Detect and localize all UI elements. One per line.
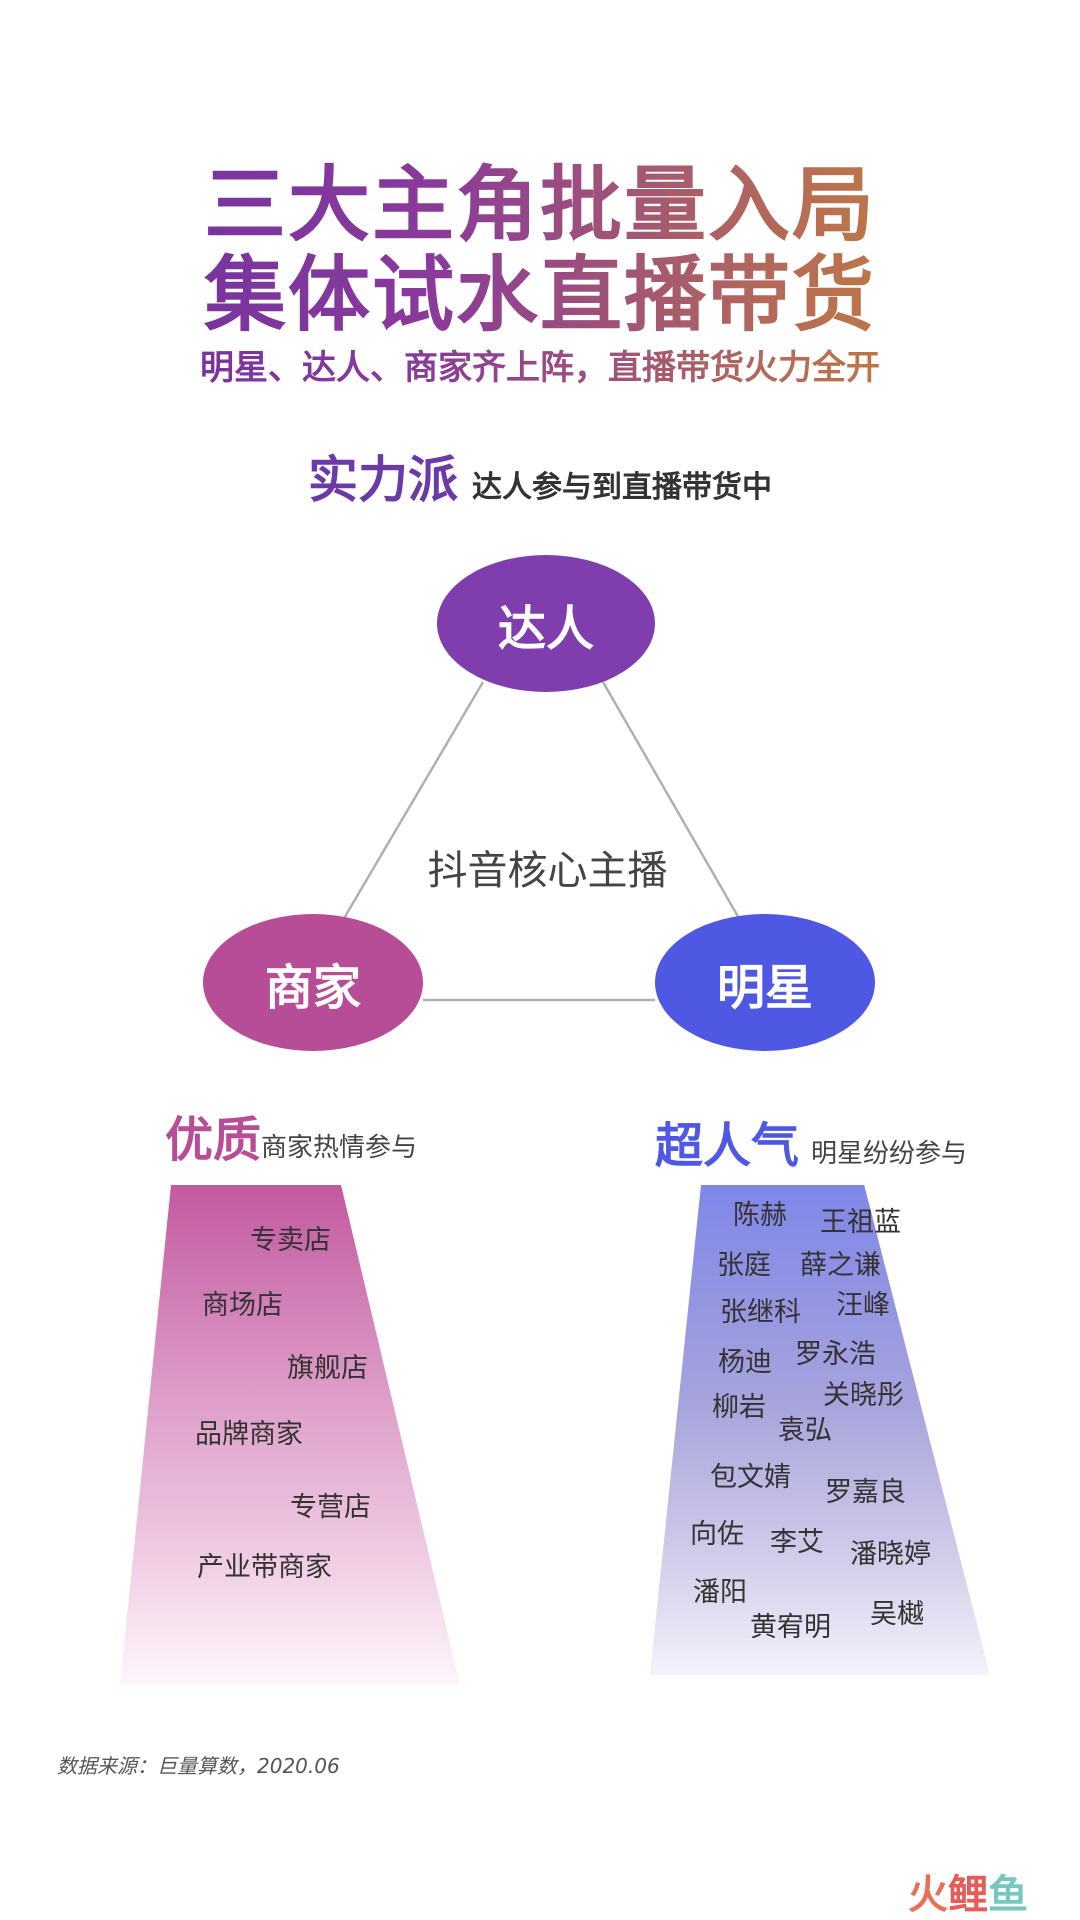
star-item: 吴樾	[870, 1599, 924, 1630]
merchant-heading: 优质商家热情参与	[165, 1100, 417, 1170]
star-item: 张庭	[717, 1250, 771, 1281]
node-mingxing-label: 明星	[716, 959, 813, 1016]
page-title-line2: 集体试水直播带货	[0, 228, 1080, 347]
star-item: 王祖蓝	[820, 1207, 901, 1238]
star-heading: 超人气明星纷纷参与	[655, 1106, 967, 1176]
star-item: 包文婧	[710, 1462, 791, 1493]
merchant-item: 产业带商家	[197, 1552, 332, 1583]
section-heading-strong: 实力派	[308, 451, 458, 509]
star-item: 张继科	[720, 1297, 801, 1328]
star-item: 黄宥明	[750, 1612, 831, 1643]
star-item: 袁弘	[778, 1415, 832, 1446]
star-item: 陈赫	[733, 1200, 787, 1231]
section-heading-rest: 达人参与到直播带货中	[472, 470, 772, 505]
merchant-item: 专卖店	[250, 1225, 331, 1256]
edge-daren-shangjia	[341, 681, 485, 921]
node-daren: 达人	[437, 555, 655, 692]
star-item: 潘晓婷	[850, 1539, 931, 1570]
node-mingxing: 明星	[655, 914, 875, 1051]
center-label: 抖音核心主播	[427, 848, 668, 894]
merchant-item: 旗舰店	[287, 1353, 368, 1384]
star-item: 杨迪	[718, 1347, 772, 1378]
star-item: 关晓彤	[823, 1380, 904, 1411]
edge-daren-mingxing	[601, 681, 742, 921]
node-daren-label: 达人	[497, 600, 594, 657]
star-item: 罗永浩	[795, 1339, 876, 1370]
watermark-char: 鱼	[988, 1872, 1028, 1918]
section-heading: 实力派达人参与到直播带货中	[0, 440, 1080, 512]
watermark-logo: 火鲤鱼	[908, 1862, 1028, 1920]
star-heading-strong: 超人气	[655, 1118, 800, 1174]
watermark-char: 火	[908, 1872, 948, 1918]
merchant-item: 商场店	[202, 1290, 283, 1321]
page-title-line1: 三大主角批量入局	[0, 138, 1080, 257]
node-shangjia-label: 商家	[264, 959, 361, 1016]
merchant-heading-rest: 商家热情参与	[261, 1133, 418, 1163]
node-shangjia: 商家	[203, 914, 423, 1051]
merchant-item: 品牌商家	[195, 1419, 303, 1450]
merchant-heading-strong: 优质	[165, 1112, 262, 1168]
star-item: 潘阳	[693, 1577, 747, 1608]
data-source-note: 数据来源：巨量算数，2020.06	[57, 1754, 340, 1778]
star-item: 李艾	[770, 1527, 824, 1558]
merchant-item: 专营店	[290, 1492, 371, 1523]
star-item: 罗嘉良	[825, 1477, 906, 1508]
star-heading-rest: 明星纷纷参与	[811, 1139, 968, 1169]
watermark-char: 鲤	[948, 1872, 988, 1918]
star-item: 汪峰	[836, 1290, 890, 1321]
star-item: 向佐	[690, 1519, 744, 1550]
star-item: 柳岩	[712, 1392, 766, 1423]
page-subtitle: 明星、达人、商家齐上阵，直播带货火力全开	[0, 340, 1080, 389]
star-item: 薛之谦	[800, 1250, 881, 1281]
